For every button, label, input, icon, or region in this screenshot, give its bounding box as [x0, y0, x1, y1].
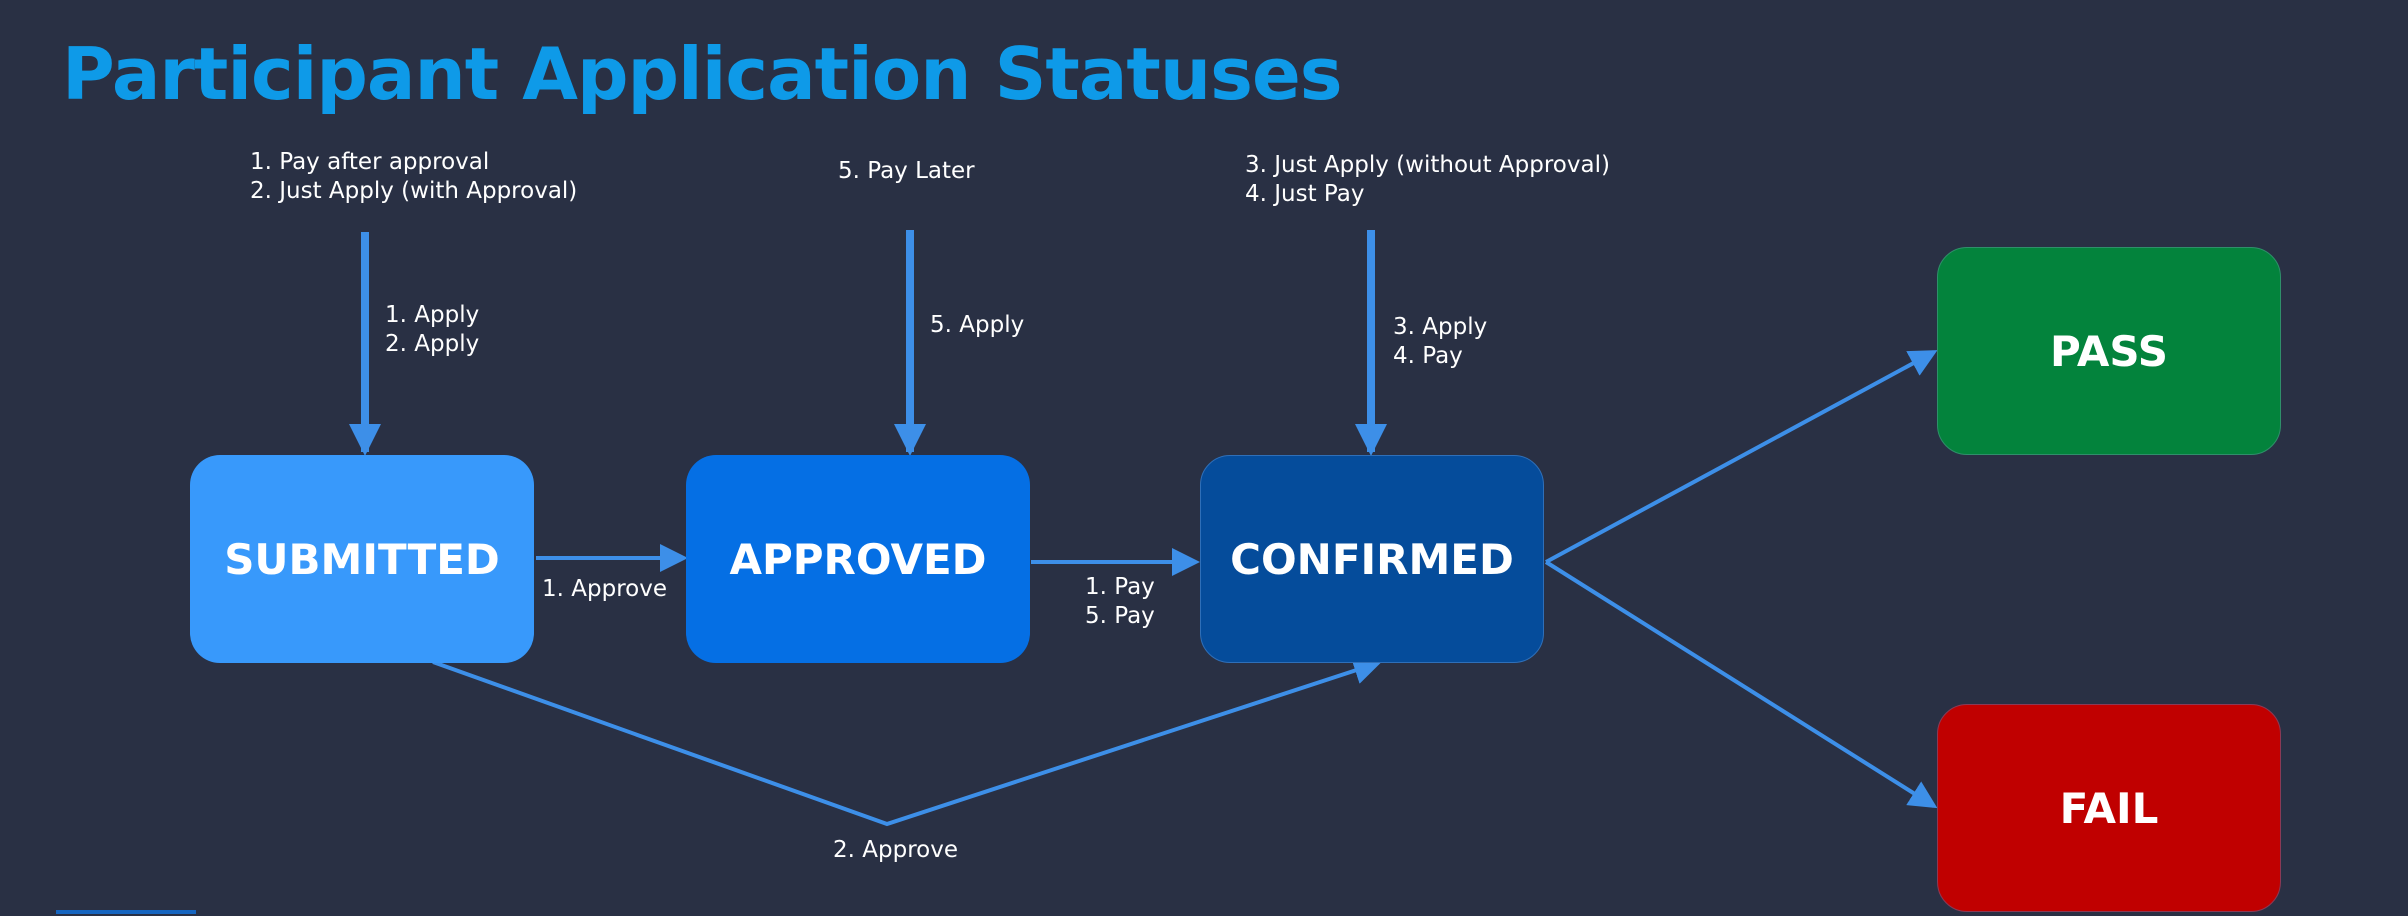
source-line: 2. Just Apply (with Approval) — [250, 178, 578, 204]
status-node-fail: FAIL — [1937, 704, 2281, 912]
arrow-confirmed-to-pass — [1545, 350, 1938, 564]
arrow-confirmed-to-fail — [1544, 560, 1938, 809]
progress-indicator — [56, 910, 196, 914]
edge-label-into-submitted: 1. Apply 2. Apply — [385, 301, 479, 359]
source-label-approved: 5. Pay Later — [838, 157, 975, 186]
edge-label-line: 1. Approve — [542, 576, 667, 602]
status-node-pass: PASS — [1937, 247, 2281, 455]
edge-label-line: 1. Apply — [385, 302, 480, 328]
edge-label-submitted-to-approved: 1. Approve — [542, 575, 667, 604]
source-line: 4. Just Pay — [1245, 181, 1365, 207]
edge-label-line: 3. Apply — [1393, 314, 1488, 340]
source-label-confirmed: 3. Just Apply (without Approval) 4. Just… — [1245, 151, 1610, 209]
edge-label-line: 2. Apply — [385, 331, 480, 357]
status-node-fail-label: FAIL — [2059, 783, 2159, 833]
status-node-submitted-label: SUBMITTED — [224, 534, 500, 584]
status-node-pass-label: PASS — [2049, 326, 2169, 376]
source-line: 1. Pay after approval — [250, 149, 490, 175]
edge-label-submitted-to-confirmed: 2. Approve — [833, 836, 958, 865]
page-title: Participant Application Statuses — [62, 32, 1343, 116]
arrow-submitted-to-confirmed — [432, 657, 1382, 827]
source-line: 3. Just Apply (without Approval) — [1245, 152, 1610, 178]
source-label-submitted: 1. Pay after approval 2. Just Apply (wit… — [250, 148, 577, 206]
edge-label-line: 5. Apply — [930, 312, 1025, 338]
status-node-approved-label: APPROVED — [729, 534, 987, 584]
status-node-submitted: SUBMITTED — [190, 455, 534, 663]
edge-label-line: 5. Pay — [1085, 603, 1155, 629]
edge-label-line: 1. Pay — [1085, 574, 1155, 600]
status-node-confirmed: CONFIRMED — [1200, 455, 1544, 663]
edge-label-line: 2. Approve — [833, 837, 958, 863]
edge-label-into-confirmed: 3. Apply 4. Pay — [1393, 313, 1487, 371]
source-line: 5. Pay Later — [838, 158, 975, 184]
edge-label-approved-to-confirmed: 1. Pay 5. Pay — [1085, 573, 1155, 631]
edge-label-into-approved: 5. Apply — [930, 311, 1024, 340]
status-node-confirmed-label: CONFIRMED — [1230, 534, 1514, 584]
edge-label-line: 4. Pay — [1393, 343, 1463, 369]
status-node-approved: APPROVED — [686, 455, 1030, 663]
